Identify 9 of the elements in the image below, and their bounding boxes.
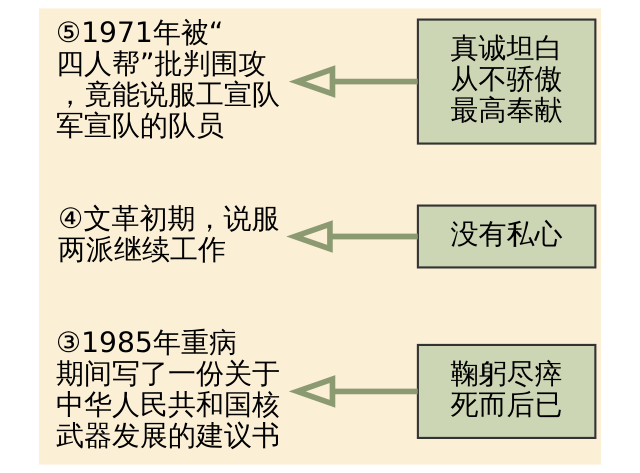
arrow (286, 220, 418, 253)
node-box: 鞠躬尽瘁死而后已 (416, 344, 596, 439)
arrow (288, 65, 418, 98)
arrow (288, 375, 418, 408)
node-text: ④文革初期，说服两派继续工作 (58, 202, 280, 266)
node-text: ③1985年重病期间写了一份关于中华人民共和国核武器发展的建议书 (56, 326, 280, 452)
node-text: ⑤1971年被“四人帮”批判围攻，竟能说服工宣队军宣队的队员 (56, 16, 280, 142)
node-box: 真诚坦白从不骄傲最高奉献 (416, 18, 596, 145)
node-box: 没有私心 (416, 204, 596, 269)
